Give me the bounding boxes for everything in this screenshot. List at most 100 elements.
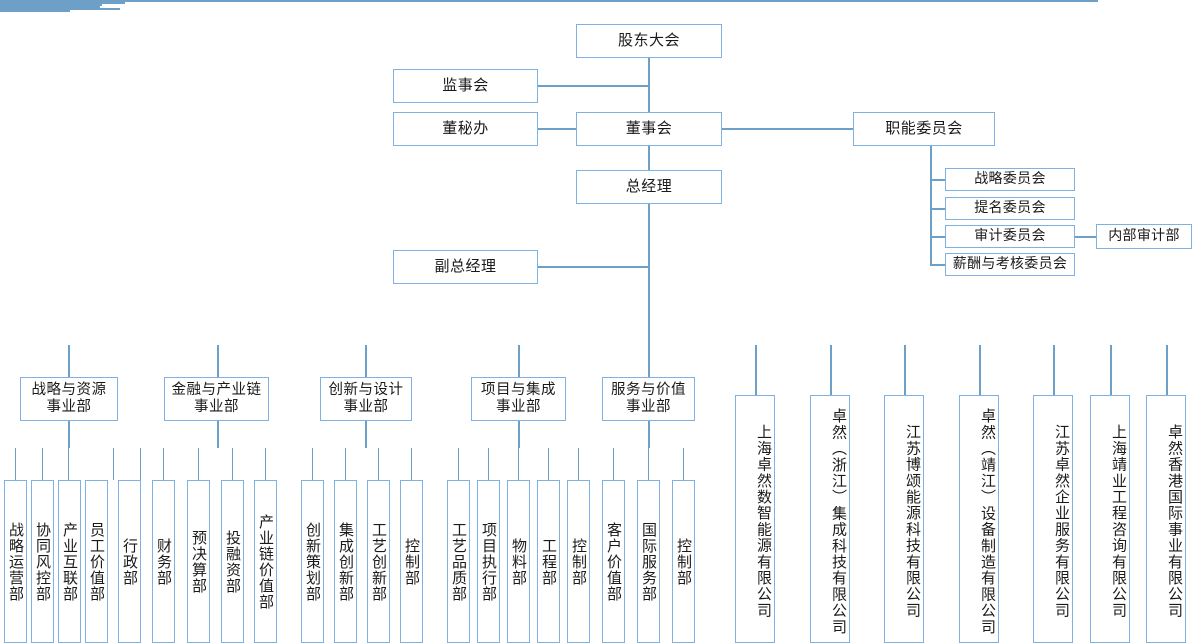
box-board-of-directors[interactable]: 董事会 [576, 112, 722, 146]
connector-gm-to-main-bus [648, 203, 650, 347]
box-dept-3-2[interactable]: 集成创新部 [334, 480, 357, 643]
connector-secretary-to-board [537, 128, 577, 130]
box-dept-5-1[interactable]: 客户价值部 [602, 480, 625, 643]
connector-division-5-to-subbus [648, 421, 650, 448]
connector-dept-5-3 [683, 448, 684, 480]
box-dept-4-1[interactable]: 工艺品质部 [447, 480, 470, 643]
box-deputy-general-manager[interactable]: 副总经理 [393, 250, 538, 284]
connector-bus-to-division-5 [648, 345, 650, 377]
connector-audit-to-internal-audit [1074, 236, 1096, 238]
connector-dept-4-2 [488, 448, 489, 480]
subbus-division-5 [0, 10, 70, 12]
connector-bus-to-subsidiary-2 [830, 345, 832, 395]
connector-division-4-to-subbus [518, 421, 520, 448]
box-subsidiary-2[interactable]: 卓然（浙江）集成科技有限公司 [810, 395, 850, 643]
box-division-1[interactable]: 战略与资源 事业部 [20, 377, 118, 421]
box-division-2[interactable]: 金融与产业链 事业部 [164, 377, 269, 421]
connector-dept-4-3 [518, 448, 519, 480]
box-dept-4-5[interactable]: 控制部 [567, 480, 590, 643]
box-shareholders-meeting[interactable]: 股东大会 [576, 24, 722, 58]
connector-committee-1 [930, 179, 946, 181]
connector-dept-5-2 [648, 448, 649, 480]
box-dept-2-1[interactable]: 财务部 [152, 480, 175, 643]
box-dept-3-3[interactable]: 工艺创新部 [367, 480, 390, 643]
box-division-3[interactable]: 创新与设计 事业部 [320, 377, 412, 421]
box-dept-5-2[interactable]: 国际服务部 [637, 480, 660, 643]
subbus-division-3 [0, 6, 100, 8]
connector-division-3-to-subbus [365, 421, 367, 448]
connector-committee-4 [930, 264, 946, 266]
connector-bus-to-subsidiary-1 [755, 345, 757, 395]
box-dept-1-2[interactable]: 协同风控部 [31, 480, 54, 643]
box-board-secretary-office[interactable]: 董秘办 [393, 112, 538, 146]
connector-dept-3-3 [378, 448, 379, 480]
box-supervisory-board[interactable]: 监事会 [393, 69, 538, 103]
subbus-division-4 [0, 8, 120, 10]
box-committee-audit[interactable]: 审计委员会 [945, 225, 1075, 248]
connector-dept-1-3 [68, 448, 69, 480]
connector-dept-4-4 [548, 448, 549, 480]
box-dept-5-3[interactable]: 控制部 [672, 480, 695, 643]
connector-dept-4-5 [578, 448, 579, 480]
box-dept-3-4[interactable]: 控制部 [400, 480, 423, 643]
connector-bus-to-subsidiary-3 [904, 345, 906, 395]
box-division-5[interactable]: 服务与价值 事业部 [602, 377, 695, 421]
subbus-division-1 [0, 2, 125, 4]
box-dept-2-4[interactable]: 产业链价值部 [254, 480, 277, 643]
connector-bus-to-subsidiary-6 [1110, 345, 1112, 395]
connector-bus-to-division-2 [217, 345, 219, 377]
box-subsidiary-6[interactable]: 上海靖业工程咨询有限公司 [1090, 395, 1130, 643]
box-subsidiary-3[interactable]: 江苏博颂能源科技有限公司 [884, 395, 924, 643]
box-dept-1-1[interactable]: 战略运营部 [4, 480, 27, 643]
box-dept-3-1[interactable]: 创新策划部 [301, 480, 324, 643]
connector-bus-to-division-4 [518, 345, 520, 377]
connector-committee-3 [930, 236, 946, 238]
connector-bus-to-subsidiary-7 [1166, 345, 1168, 395]
box-committee-nomination[interactable]: 提名委员会 [945, 197, 1075, 220]
box-subsidiary-5[interactable]: 江苏卓然企业服务有限公司 [1033, 395, 1073, 643]
box-dept-2-3[interactable]: 投融资部 [221, 480, 244, 643]
box-dept-4-2[interactable]: 项目执行部 [477, 480, 500, 643]
box-division-4[interactable]: 项目与集成 事业部 [471, 377, 566, 421]
connector-dept-1-4 [113, 448, 114, 480]
box-committee-strategy[interactable]: 战略委员会 [945, 168, 1075, 191]
connector-supervisory-to-trunk [537, 85, 649, 87]
box-functional-committees[interactable]: 职能委员会 [853, 112, 995, 146]
connector-dept-3-4 [411, 448, 412, 480]
connector-bus-to-division-1 [68, 345, 70, 377]
connector-division-1-to-subbus [68, 421, 70, 448]
box-dept-4-4[interactable]: 工程部 [537, 480, 560, 643]
box-subsidiary-1[interactable]: 上海卓然数智能源有限公司 [735, 395, 775, 643]
box-dept-4-3[interactable]: 物料部 [507, 480, 530, 643]
connector-dept-2-4 [265, 448, 266, 480]
connector-dept-3-1 [312, 448, 313, 480]
connector-dept-2-3 [232, 448, 233, 480]
connector-dept-1-5 [140, 448, 141, 480]
connector-dept-2-1 [163, 448, 164, 480]
box-dept-1-4[interactable]: 员工价值部 [85, 480, 108, 643]
connector-board-to-committees [722, 128, 854, 130]
box-general-manager[interactable]: 总经理 [576, 170, 722, 204]
connector-division-2-to-subbus [217, 421, 219, 448]
connector-shareholders-to-board [648, 57, 650, 112]
connector-dept-2-2 [198, 448, 199, 480]
box-dept-1-3[interactable]: 产业互联部 [58, 480, 81, 643]
box-internal-audit-department[interactable]: 内部审计部 [1096, 224, 1192, 249]
connector-committee-2 [930, 208, 946, 210]
connector-dept-1-2 [42, 448, 43, 480]
connector-deputy-to-trunk [537, 266, 649, 268]
box-committee-compensation[interactable]: 薪酬与考核委员会 [945, 253, 1075, 276]
box-subsidiary-4[interactable]: 卓然（靖江）设备制造有限公司 [959, 395, 999, 643]
box-subsidiary-7[interactable]: 卓然香港国际事业有限公司 [1146, 395, 1186, 643]
connector-dept-4-1 [458, 448, 459, 480]
connector-committee-spine [930, 145, 932, 265]
box-dept-1-5[interactable]: 行政部 [118, 480, 141, 643]
connector-bus-to-division-3 [365, 345, 367, 377]
connector-dept-5-1 [613, 448, 614, 480]
box-dept-2-2[interactable]: 预决算部 [187, 480, 210, 643]
subbus-division-2 [0, 4, 102, 6]
connector-bus-to-subsidiary-5 [1053, 345, 1055, 395]
connector-board-to-gm [648, 145, 650, 171]
connector-bus-to-subsidiary-4 [979, 345, 981, 395]
